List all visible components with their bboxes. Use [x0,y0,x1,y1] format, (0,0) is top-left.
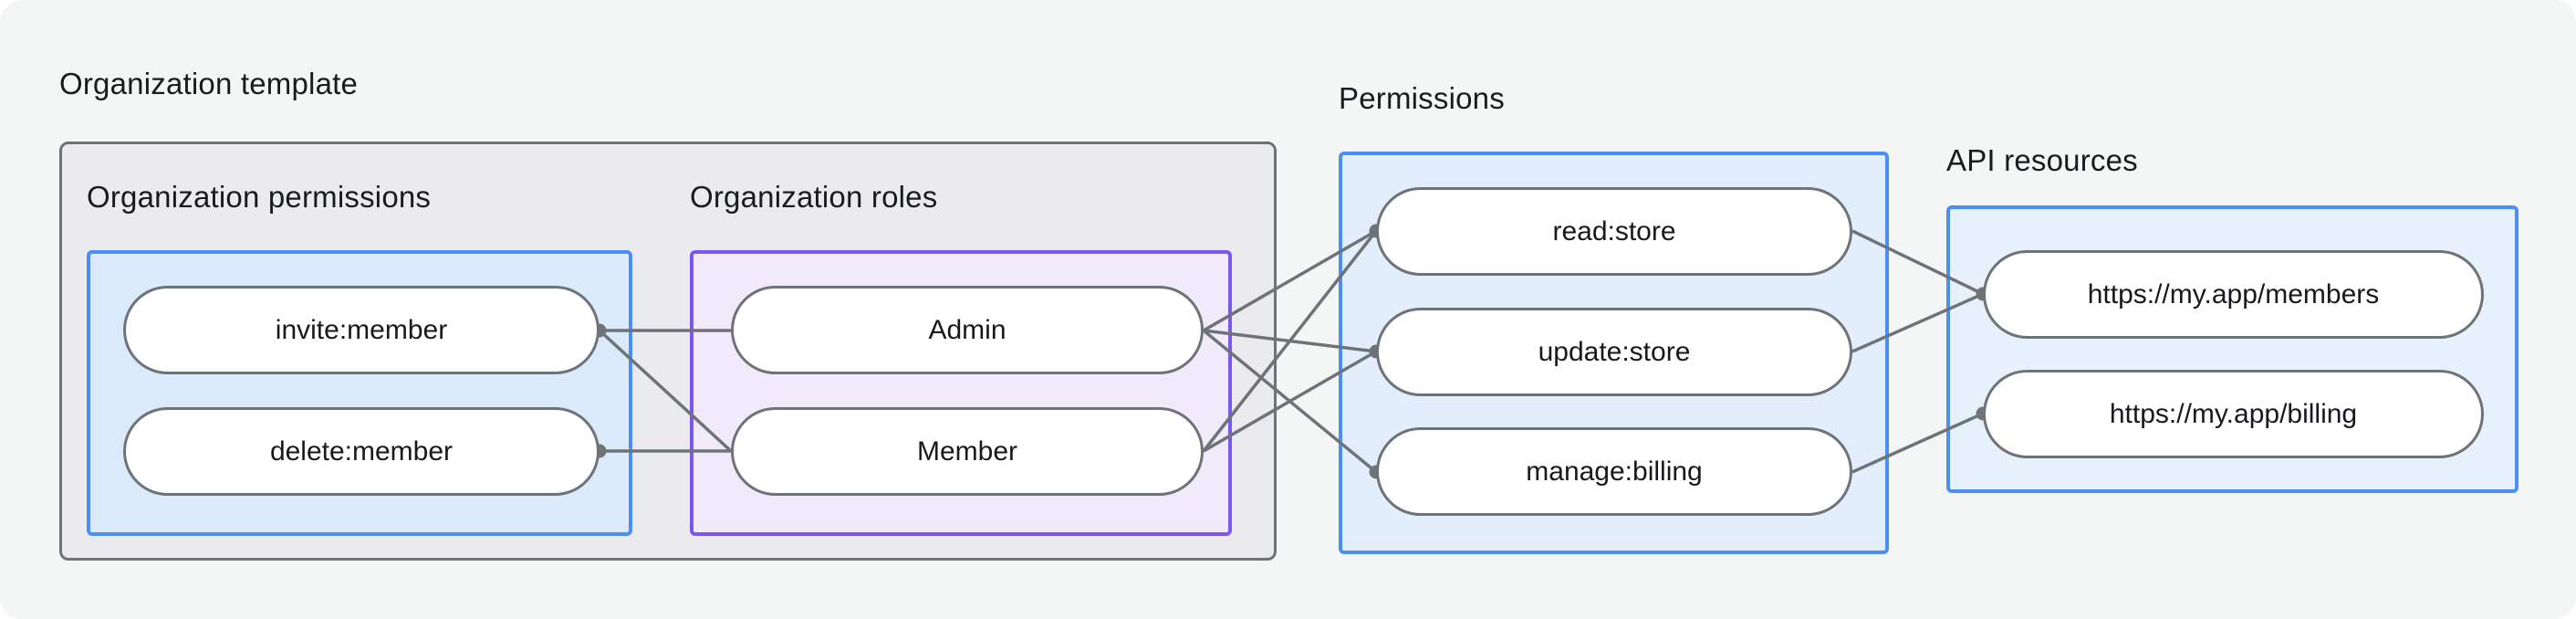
node-read-store-label: read:store [1552,215,1676,247]
node-admin-role: Admin [731,286,1204,374]
api-resources-title: API resources [1946,143,2138,177]
node-manage-billing: manage:billing [1376,427,1852,516]
node-manage-billing-label: manage:billing [1526,456,1703,487]
node-update-store-label: update:store [1538,336,1691,367]
node-member-role-label: Member [916,435,1018,467]
node-delete-member: delete:member [123,407,600,496]
node-read-store: read:store [1376,187,1852,276]
organization-template-title: Organization template [59,67,359,100]
permissions-title: Permissions [1339,81,1505,115]
node-update-store: update:store [1376,308,1852,396]
organization-permissions-title: Organization permissions [87,180,432,214]
node-api-billing-url-label: https://my.app/billing [2109,398,2358,429]
node-api-members-url: https://my.app/members [1983,250,2484,339]
node-delete-member-label: delete:member [269,435,454,467]
node-invite-member-label: invite:member [275,314,448,345]
organization-roles-title: Organization roles [690,180,938,214]
node-invite-member: invite:member [123,286,600,374]
node-api-billing-url: https://my.app/billing [1983,370,2484,458]
node-member-role: Member [731,407,1204,496]
node-api-members-url-label: https://my.app/members [2087,278,2380,310]
node-admin-role-label: Admin [928,314,1006,345]
